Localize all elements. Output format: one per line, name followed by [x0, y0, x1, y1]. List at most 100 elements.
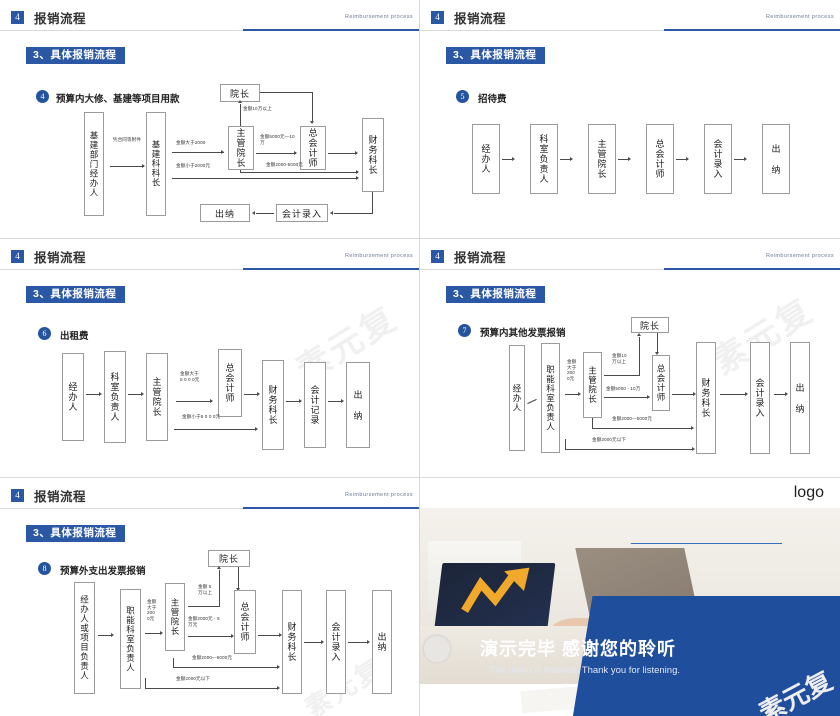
- flow-line: [173, 658, 174, 668]
- flow-line: [176, 401, 212, 402]
- flow-line: [188, 636, 232, 637]
- flow-arrow: [356, 169, 359, 174]
- item-marker: 8: [38, 562, 51, 575]
- header-divider: [0, 269, 419, 270]
- flow-arrow: [277, 685, 280, 690]
- flow-arrow: [686, 156, 689, 161]
- flow-arrow: [330, 210, 333, 215]
- flow-line: [618, 159, 629, 160]
- section-chip: 3、具体报销流程: [26, 286, 126, 303]
- flow-box-step-2: 科室负责人: [530, 124, 558, 194]
- flow-arrow: [299, 398, 302, 403]
- flow-arrow: [647, 394, 650, 399]
- header-divider: [0, 30, 419, 31]
- flow-arrow: [210, 398, 213, 403]
- section-chip: 3、具体报销流程: [446, 47, 546, 64]
- slide-item-8: 素元复 4 报销流程 Reimbursement process 3、具体报销流…: [0, 478, 420, 716]
- flow-line: [312, 92, 313, 122]
- flow-arrow: [237, 100, 242, 103]
- header-number: 4: [11, 11, 24, 24]
- page-title: 报销流程: [34, 12, 87, 26]
- flow-line: [565, 394, 579, 395]
- flow-label-lt2000: 金额2000元以下: [176, 676, 211, 681]
- header-accent-bar: [243, 268, 419, 270]
- flow-box-kuaiji-luru: 会计录入: [750, 342, 770, 454]
- flow-box-chuna: 出纳: [200, 204, 250, 222]
- header-number: 4: [11, 489, 24, 502]
- flow-line: [592, 428, 692, 429]
- header-subtitle: Reimbursement process: [344, 253, 413, 259]
- header-divider: [420, 30, 840, 31]
- flow-line: [260, 92, 313, 93]
- flow-box-jijian-bumen: 基建部门经办人: [84, 112, 104, 216]
- flow-line: [720, 394, 746, 395]
- flow-label-contract: 凭合同等附件: [112, 137, 142, 142]
- flow-line: [286, 401, 300, 402]
- item-title: 预算外支出发票报销: [60, 566, 146, 577]
- closing-panel: [568, 596, 840, 716]
- header-divider: [0, 508, 419, 509]
- flow-label-lt2000: 金额2000元以下: [592, 437, 627, 442]
- flow-box-jijian-kezhang: 基建科科长: [146, 112, 166, 216]
- item-title: 预算内其他发票报销: [480, 328, 566, 339]
- slide-header: 4 报销流程 Reimbursement process: [0, 486, 419, 510]
- flow-box-zonghuijishi: 总会计师: [300, 126, 326, 170]
- flow-label-2000-5000: 金额2000-5000元: [266, 162, 303, 167]
- flow-line: [676, 159, 687, 160]
- flow-line: [657, 333, 658, 353]
- section-chip: 3、具体报销流程: [26, 47, 126, 64]
- flow-box-jingbanren: 经办人: [62, 353, 84, 441]
- header-number: 4: [11, 250, 24, 263]
- flow-arrow: [341, 398, 344, 403]
- flow-box-step-4: 总会计师: [646, 124, 674, 194]
- slide-thank-you: logo 演示完毕 感谢您的聆听 The demo is finished. T…: [420, 478, 840, 716]
- flow-arrow: [744, 156, 747, 161]
- flow-box-zhuguan-yuanzhang: 主管院长: [165, 583, 185, 651]
- item-marker: 6: [38, 327, 51, 340]
- flow-line: [98, 635, 112, 636]
- flow-label-gt2000: 金额 大于 200 0元: [567, 359, 577, 382]
- header-accent-bar: [663, 29, 840, 31]
- flow-label-gt2000: 金额大于2000: [176, 140, 206, 145]
- flow-line: [172, 178, 358, 179]
- flow-line: [240, 170, 241, 173]
- flow-box-zhineng-keshi: 职能科室负责人: [541, 343, 560, 453]
- decor-outline-top: [616, 543, 782, 599]
- flow-line: [244, 394, 258, 395]
- flow-arrow: [277, 664, 280, 669]
- flow-label-gt2000: 金额 大于 200 0元: [147, 599, 157, 622]
- flow-box-yuanzhang: 院长: [631, 317, 669, 333]
- flow-arrow: [160, 630, 163, 635]
- flow-box-step-5: 会计录入: [704, 124, 732, 194]
- flow-arrow: [309, 121, 314, 124]
- header-accent-bar: [243, 507, 419, 509]
- flow-arrow: [235, 588, 240, 591]
- flow-arrow: [231, 633, 234, 638]
- flow-line: [734, 159, 745, 160]
- flow-label-2000-5000: 金额2000—5000元: [192, 655, 233, 660]
- slide-item-5: 4 报销流程 Reimbursement process 3、具体报销流程 5 …: [420, 0, 840, 239]
- flow-arrow: [279, 632, 282, 637]
- page-title: 报销流程: [34, 490, 87, 504]
- flow-arrow: [221, 149, 224, 154]
- flow-line: [188, 606, 220, 607]
- flow-arrow: [257, 391, 260, 396]
- item-title: 出租费: [60, 331, 89, 342]
- slide-header: 4 报销流程 Reimbursement process: [0, 247, 419, 271]
- flow-line: [304, 642, 322, 643]
- flow-line: [774, 394, 786, 395]
- flow-arrow: [691, 425, 694, 430]
- slide-header: 4 报销流程 Reimbursement process: [420, 8, 840, 32]
- header-subtitle: Reimbursement process: [765, 14, 834, 20]
- flow-box-step-6: 出 纳: [762, 124, 790, 194]
- flow-line: [328, 153, 356, 154]
- flow-box-chuna: 出纳: [372, 590, 392, 694]
- flow-box-caiwu-kezhang: 财务科长: [696, 342, 716, 454]
- page-title: 报销流程: [34, 251, 87, 265]
- flow-arrow: [252, 210, 255, 215]
- slide-item-7: 素元复 4 报销流程 Reimbursement process 3、具体报销流…: [420, 239, 840, 478]
- flow-line: [86, 394, 100, 395]
- flow-box-kuaiji-luru: 会计录入: [326, 590, 346, 694]
- flow-arrow: [141, 391, 144, 396]
